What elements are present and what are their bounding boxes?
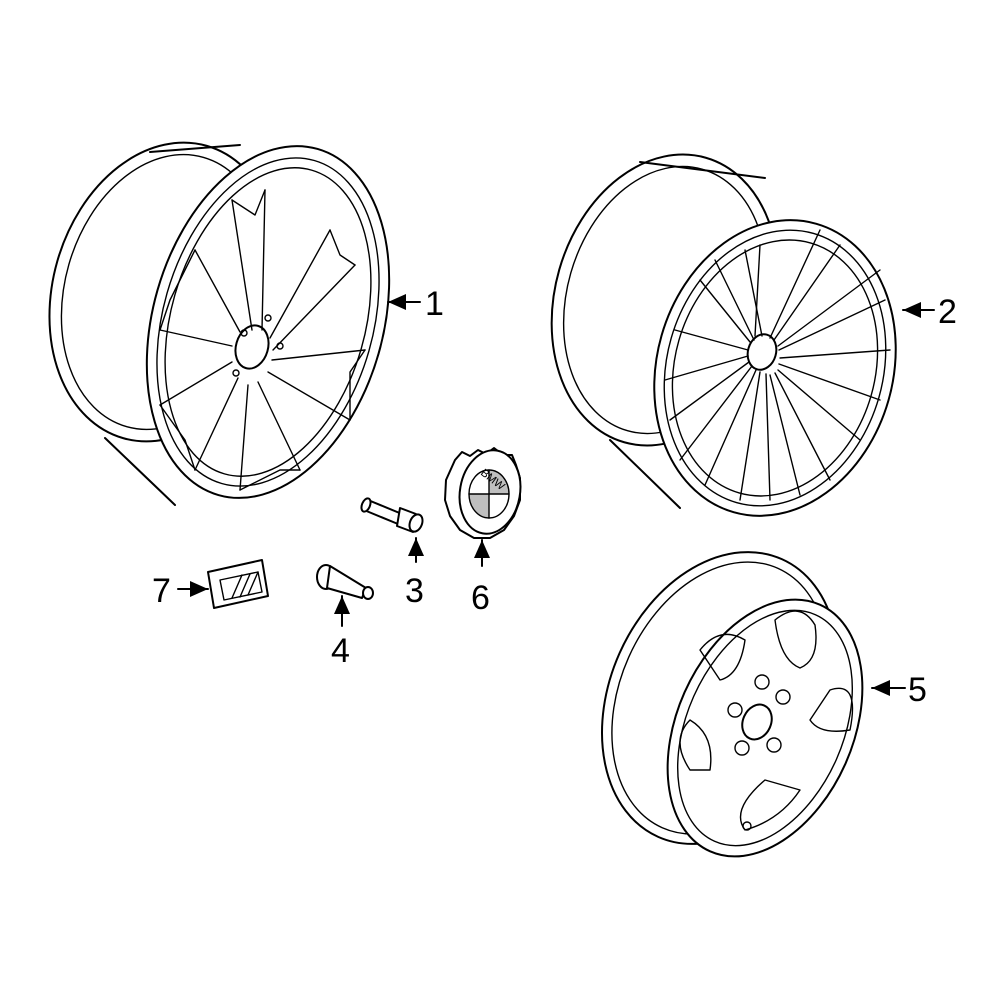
bolt-drawing (360, 497, 424, 533)
callout-5: 5 (908, 671, 927, 709)
callout-1: 1 (425, 285, 444, 323)
center-cap-drawing: BMW (444, 447, 522, 539)
callout-7: 7 (152, 572, 171, 610)
wheel-1-drawing (48, 141, 391, 506)
valve-drawing (316, 564, 374, 600)
callout-4: 4 (331, 632, 350, 670)
spare-wheel-drawing (601, 551, 864, 858)
badge-drawing (207, 559, 269, 609)
callout-arrows (177, 294, 935, 696)
callout-3: 3 (405, 572, 424, 610)
callout-numbers: 1 2 3 4 5 6 7 (152, 285, 957, 709)
callout-2: 2 (938, 293, 957, 331)
wheel-2-drawing (550, 153, 897, 517)
callout-6: 6 (471, 579, 490, 617)
